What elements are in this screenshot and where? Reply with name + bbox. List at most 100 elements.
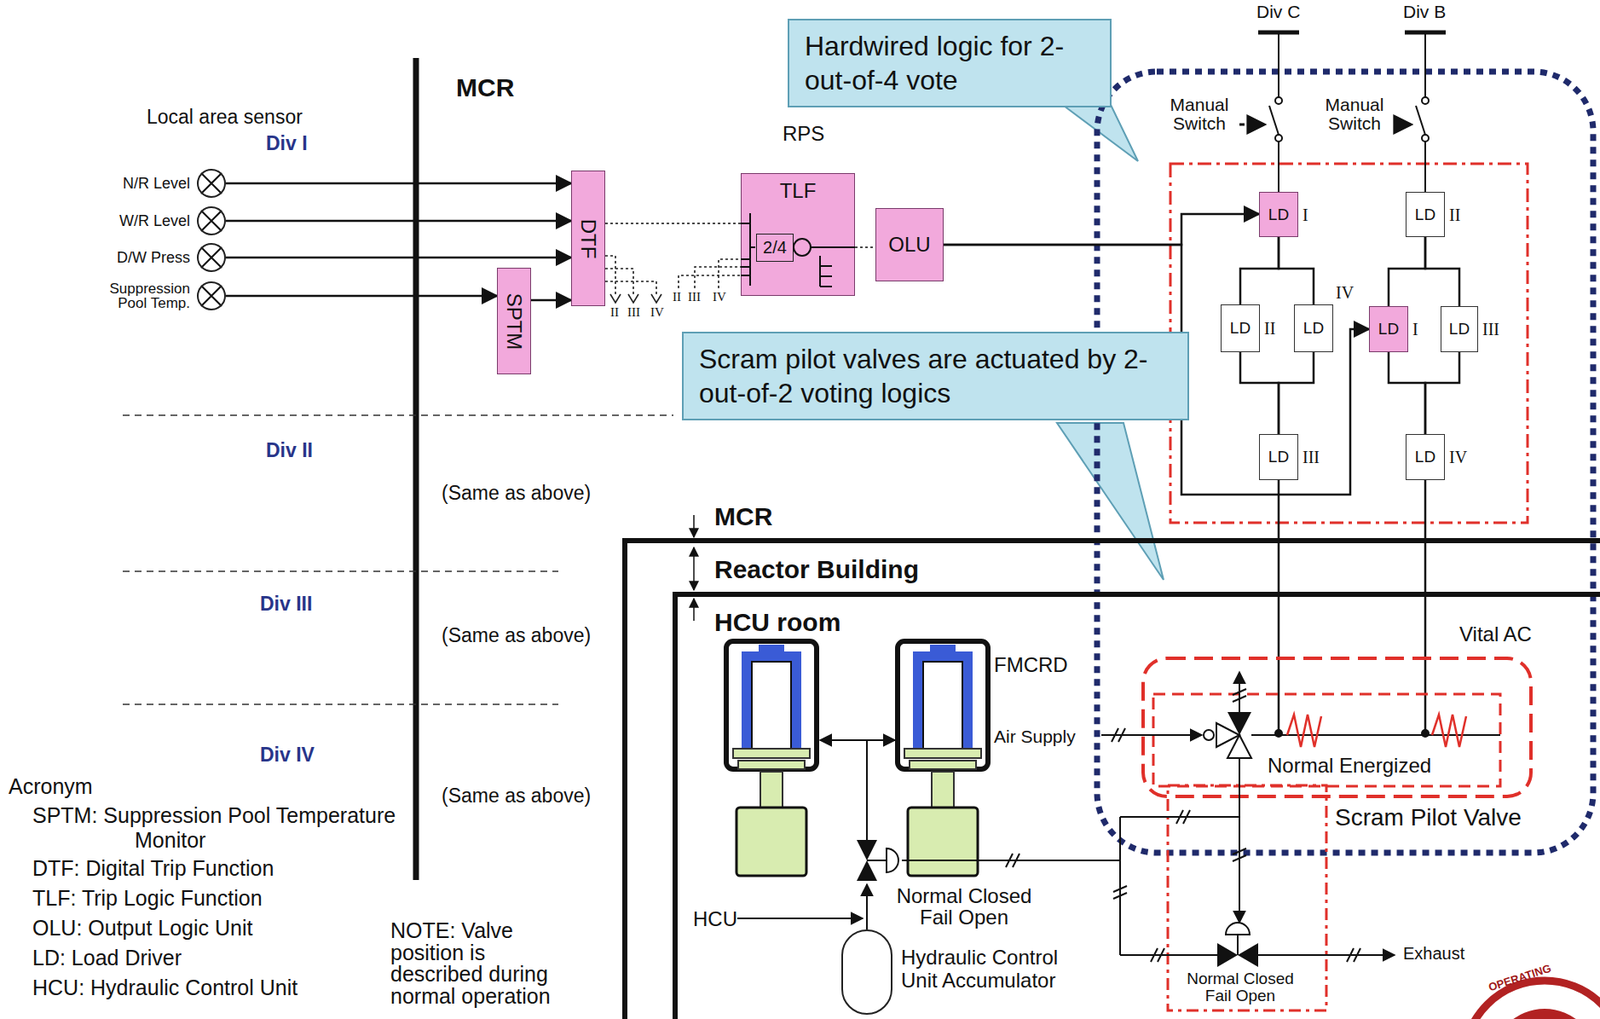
- signal-wire: [854, 246, 876, 249]
- node-text: I: [1302, 204, 1309, 225]
- label-text: LD: Load Driver: [32, 945, 182, 971]
- label-text: Air Supply: [993, 726, 1076, 747]
- node-text: IV: [1449, 447, 1468, 468]
- node-text: SPTM: [502, 292, 526, 350]
- node-text: D/W Press: [116, 248, 191, 267]
- load-driver: LDIII: [1440, 306, 1479, 353]
- label-text: OPERATING: [1487, 962, 1554, 995]
- node-text: Hardwired logic for 2-out-of-4 vote: [804, 28, 1095, 98]
- load-driver: LDIII: [1259, 433, 1299, 480]
- signal-wire: [1425, 236, 1460, 307]
- label-text: Scram Pilot Valve: [1334, 803, 1522, 832]
- label-text: FMCRD: [993, 652, 1069, 677]
- signal-wire: [225, 182, 572, 185]
- signal-wire: [1388, 352, 1426, 434]
- label-text: SPTM: Suppression Pool Temperature Monit…: [32, 802, 399, 853]
- label-text: Reactor Building: [714, 554, 919, 585]
- logic-box: DTF: [571, 170, 606, 307]
- signal-wire: [605, 222, 741, 225]
- node-text: Scram pilot valves are actuated by 2-out…: [698, 341, 1173, 411]
- label-text: RPS: [782, 121, 825, 146]
- label-text: III: [687, 289, 701, 305]
- node-text: LD: [1449, 319, 1470, 339]
- label-text: HCU: Hydraulic Control Unit: [32, 975, 298, 1000]
- label-text: Vital AC: [1459, 622, 1532, 647]
- label-text: HCU: [693, 906, 738, 931]
- signal-wire: [943, 213, 1260, 245]
- label-text: Acronym: [8, 774, 93, 799]
- callout-box: Scram pilot valves are actuated by 2-out…: [681, 331, 1190, 421]
- label-text: IV: [650, 305, 665, 320]
- signal-wire: [1240, 236, 1279, 305]
- label-text: Normal Energized: [1267, 753, 1432, 778]
- node-text: I: [1412, 319, 1419, 340]
- label-text: (Same as above): [441, 481, 591, 504]
- node-text: TLF: [779, 179, 817, 203]
- signal-wire: [531, 299, 572, 302]
- sensor-circle: Suppression Pool Temp.: [196, 281, 226, 311]
- node-text: 2/4: [762, 237, 787, 258]
- label-text: Div I: [265, 132, 308, 155]
- label-text: Normal Closed Fail Open: [1176, 970, 1305, 1005]
- label-text: Div IV: [259, 743, 315, 766]
- label-text: Div II: [265, 438, 313, 462]
- label-text: Div B: [1403, 1, 1446, 23]
- load-driver: LDI: [1259, 191, 1299, 237]
- accumulator-tank: Hydraulic Control Unit Accumulator: [841, 929, 893, 1015]
- label-text: OLU: Output Logic Unit: [32, 915, 253, 941]
- label-text: TLF: Trip Logic Function: [32, 885, 263, 911]
- sensor-circle: D/W Press: [196, 242, 226, 272]
- node-text: LD: [1378, 319, 1399, 339]
- signal-wire: [225, 256, 572, 260]
- signal-wire: [1240, 352, 1279, 434]
- label-text: Div III: [259, 592, 312, 615]
- load-driver: LDIV: [1293, 304, 1334, 353]
- label-text: II: [610, 305, 619, 320]
- label-text: (Same as above): [441, 623, 591, 647]
- logic-box: OLU: [875, 207, 944, 282]
- label-text: Normal Closed Fail Open: [883, 884, 1046, 928]
- callout-box: Hardwired logic for 2-out-of-4 vote: [787, 18, 1112, 108]
- node-text: III: [1482, 319, 1500, 340]
- node-text: Suppression Pool Temp.: [104, 281, 191, 311]
- signal-wire: [225, 294, 497, 298]
- load-driver: LDI: [1368, 306, 1409, 353]
- label-text: DTF: Digital Trip Function: [32, 855, 274, 881]
- node-text: II: [1449, 204, 1461, 225]
- node-text: LD: [1230, 318, 1251, 338]
- signal-wire: [1278, 352, 1314, 434]
- signal-wire: [1278, 236, 1314, 305]
- label-text: Exhaust: [1403, 943, 1465, 964]
- node-text: LD: [1303, 318, 1324, 338]
- label-text: Div C: [1256, 1, 1300, 23]
- node-text: LD: [1268, 447, 1289, 467]
- signal-wire: [225, 219, 572, 223]
- vote-box: 2/4: [756, 233, 794, 262]
- label-text: (Same as above): [441, 784, 591, 807]
- node-text: OLU: [888, 232, 930, 257]
- node-text: III: [1302, 447, 1320, 468]
- node-text: DTF: [576, 218, 601, 259]
- node-text: IV: [1335, 283, 1354, 303]
- label-text: HCU room: [714, 607, 841, 638]
- signal-wire: [1388, 236, 1426, 307]
- sensor-circle: N/R Level: [196, 168, 226, 198]
- label-text: Manual Switch: [1316, 95, 1393, 133]
- label-text: NOTE: Valve position is described during…: [390, 919, 572, 1007]
- node-text: W/R Level: [119, 212, 191, 231]
- signal-wire: [1425, 352, 1460, 434]
- label-text: Manual Switch: [1161, 95, 1238, 133]
- label-text: IV: [712, 289, 727, 305]
- label-text: II: [672, 289, 682, 305]
- logic-box: SPTM: [496, 267, 532, 375]
- node-text: LD: [1415, 447, 1436, 467]
- label-text: Local area sensor: [146, 105, 303, 128]
- node-text: Hydraulic Control Unit Accumulator: [901, 946, 1085, 993]
- load-driver: LDII: [1405, 191, 1445, 237]
- sensor-circle: W/R Level: [196, 206, 226, 236]
- load-driver: LDIV: [1405, 433, 1445, 480]
- label-text: III: [627, 305, 641, 320]
- node-text: N/R Level: [122, 174, 191, 193]
- logic-box: TLF 2/4: [740, 173, 855, 296]
- node-text: LD: [1415, 205, 1436, 225]
